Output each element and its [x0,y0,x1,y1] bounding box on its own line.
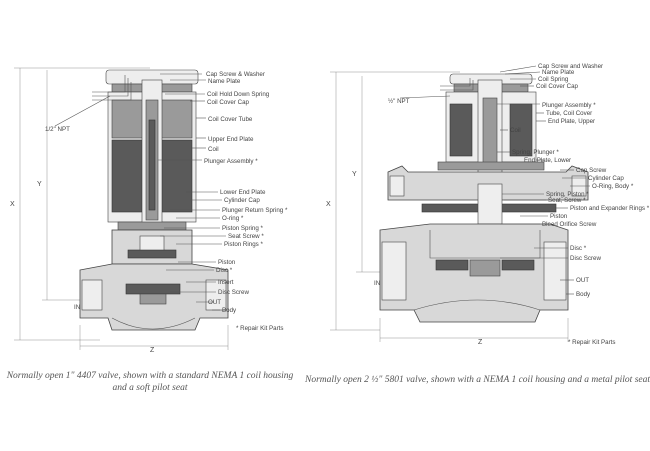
left-callout-11: O-ring * [222,215,244,222]
right-valve-caption: Normally open 2 ½" 5801 valve, shown wit… [305,375,650,385]
left-callout-13: Seat Screw * [228,233,264,240]
right-callout-15: Piston and Expander Rings * [570,205,650,212]
right-in-label: IN [374,280,380,287]
left-callout-12: Piston Spring * [222,225,264,232]
right-callout-18: Disc * [570,245,587,252]
left-callout-4: Coil Cover Tube [208,116,253,123]
left-callout-17: Insert [218,279,234,286]
left-valve-labels: Cap Screw & Washer Name Plate Coil Hold … [10,71,288,354]
right-callout-6: End Plate, Upper [548,118,595,125]
left-npt-label: 1/2" NPT [45,126,70,133]
right-callout-7: Coil [510,127,521,134]
left-callout-19: OUT [208,299,221,306]
right-npt-label: ½" NPT [388,98,410,105]
right-valve-drawing [330,65,590,342]
left-callout-7: Plunger Assembly * [204,158,258,165]
left-callout-1: Name Plate [208,78,241,85]
right-callout-4: Plunger Assembly * [542,102,596,109]
left-dim-y: Y [37,181,42,188]
left-callout-20: Body [222,307,237,314]
right-callout-12: O-Ring, Body * [592,183,634,190]
left-callout-16: Disc * [216,267,233,274]
left-callout-14: Piston Rings * [224,241,263,248]
left-dim-x: X [10,201,15,208]
right-callout-20: OUT [576,277,589,284]
left-repair-note: * Repair Kit Parts [236,325,283,332]
left-callout-6: Coil [208,146,219,153]
left-callout-18: Disc Screw [218,289,249,296]
right-callout-1: Name Plate [542,69,575,76]
right-callout-21: Body [576,291,591,298]
left-callout-5: Upper End Plate [208,136,254,143]
right-callout-2: Coil Spring [538,76,569,83]
left-callout-8: Lower End Plate [220,189,266,196]
left-callout-15: Piston [218,259,236,266]
left-valve-caption: Normally open 1" 4407 valve, shown with … [6,371,294,393]
right-callout-17: Bleed Orifice Screw [542,221,597,228]
left-callout-3: Coil Cover Cap [207,99,250,106]
right-callout-10: Cap Screw [576,167,607,174]
right-callout-0: Cap Screw and Washer [538,63,603,70]
right-callout-5: Tube, Coil Cover [546,110,592,117]
right-callout-16: Piston [550,213,568,220]
left-in-label: IN [74,304,80,311]
right-repair-note: * Repair Kit Parts [568,339,615,346]
left-callout-0: Cap Screw & Washer [206,71,265,78]
right-dim-y: Y [352,171,357,178]
left-callout-9: Cylinder Cap [224,197,260,204]
right-dim-x: X [326,201,331,208]
right-callout-3: Coil Cover Cap [536,83,579,90]
left-valve-drawing [14,67,229,350]
right-callout-8: Spring, Plunger * [512,149,559,156]
right-callout-14: Seat, Screw * [548,197,586,204]
left-dim-z: Z [150,347,155,354]
right-callout-11: Cylinder Cap [588,175,624,182]
right-callout-19: Disc Screw [570,255,601,262]
right-callout-13: Spring, Piston * [546,191,589,198]
left-callout-10: Plunger Return Spring * [222,207,288,214]
right-callout-9: End Plate, Lower [524,157,571,164]
left-callout-2: Coil Hold Down Spring [207,91,270,98]
right-dim-z: Z [478,339,483,346]
right-valve-labels: Cap Screw and Washer Name Plate Coil Spr… [326,63,650,346]
